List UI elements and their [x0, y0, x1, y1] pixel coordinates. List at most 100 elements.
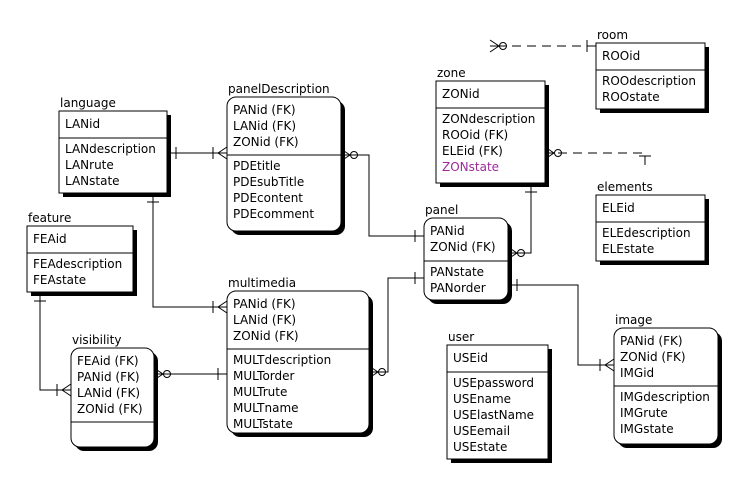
attribute: ROOdescription	[602, 74, 696, 88]
entity-title: panel	[425, 203, 458, 217]
attribute: ZONdescription	[442, 112, 535, 126]
zero-circle	[517, 249, 525, 257]
attribute: ROOstate	[602, 90, 660, 104]
attribute: IMGdescription	[620, 390, 710, 404]
primary-key-attribute: ZONid (FK)	[233, 329, 299, 343]
attribute: LANstate	[65, 174, 120, 188]
relationship-feature-visibility	[34, 292, 72, 397]
primary-key-attribute: LANid (FK)	[233, 313, 296, 327]
crow-foot	[604, 364, 615, 372]
entity-box	[595, 42, 706, 110]
zero-circle	[499, 42, 507, 50]
crow-foot	[489, 45, 500, 53]
primary-key-attribute: ZONid (FK)	[620, 350, 686, 364]
attribute: MULTstate	[233, 417, 293, 431]
primary-key-attribute: LANid (FK)	[233, 119, 296, 133]
entity-title: zone	[437, 66, 466, 80]
entity-title: multimedia	[228, 276, 296, 290]
crow-foot	[489, 39, 500, 47]
crow-foot	[217, 300, 228, 308]
relationship-lines	[34, 39, 651, 397]
entity-language: languageLANidLANdescriptionLANruteLANsta…	[58, 96, 171, 197]
attribute: LANdescription	[65, 142, 156, 156]
relationship-line	[545, 152, 646, 165]
attribute: USEname	[453, 392, 511, 406]
crow-foot	[61, 383, 72, 391]
attribute: ZONstate	[442, 160, 499, 174]
attribute: MULTname	[233, 401, 299, 415]
primary-key-attribute: PANid	[430, 224, 465, 238]
primary-key-attribute: LANid	[65, 117, 100, 131]
entity-title: visibility	[72, 333, 121, 347]
attribute: IMGrute	[620, 406, 668, 420]
attribute: USEstate	[453, 440, 507, 454]
relationship-line	[39, 292, 71, 391]
relationship-multimedia-visibility	[153, 367, 227, 381]
crow-foot	[217, 306, 228, 314]
primary-key-attribute: ZONid	[442, 87, 480, 101]
relationship-panel-image	[508, 279, 615, 372]
entity-title: image	[615, 313, 652, 327]
relationship-zone-panel	[507, 183, 537, 260]
primary-key-attribute: ZONid (FK)	[430, 240, 496, 254]
primary-key-attribute: IMGid	[620, 366, 654, 380]
entity-title: room	[597, 28, 628, 42]
attribute: PDEcontent	[233, 191, 303, 205]
crow-foot	[61, 389, 72, 397]
primary-key-attribute: PANid (FK)	[233, 103, 296, 117]
primary-key-attribute: USEid	[453, 351, 488, 365]
entity-box	[226, 290, 370, 434]
attribute: ELEstate	[602, 242, 654, 256]
entity-title: feature	[28, 211, 71, 225]
attribute: MULTrute	[233, 385, 287, 399]
primary-key-attribute: ELEid	[602, 201, 635, 215]
primary-key-attribute: PANid (FK)	[233, 297, 296, 311]
attribute: USEpassword	[453, 376, 534, 390]
entity-box	[58, 110, 168, 194]
entity-user: userUSEidUSEpasswordUSEnameUSElastNameUS…	[446, 330, 552, 463]
relationship-language-panelDescription	[167, 146, 228, 160]
attribute: FEAdescription	[33, 257, 122, 271]
attribute: PDEsubTitle	[233, 175, 304, 189]
relationship-room-zone	[489, 39, 596, 53]
relationship-panel-multimedia	[368, 272, 424, 379]
attribute: PANorder	[430, 281, 486, 295]
entity-title: elements	[597, 180, 653, 194]
attribute: USElastName	[453, 408, 534, 422]
attribute: MULTorder	[233, 369, 295, 383]
primary-key-attribute: LANid (FK)	[77, 386, 140, 400]
attribute: MULTdescription	[233, 353, 331, 367]
entity-box	[226, 96, 342, 232]
attribute: PDEcomment	[233, 207, 314, 221]
primary-key-attribute: ZONid (FK)	[77, 402, 143, 416]
attribute: IMGstate	[620, 422, 674, 436]
crow-foot	[217, 152, 228, 160]
relationship-line	[508, 284, 614, 366]
primary-key-attribute: ROOid	[602, 49, 640, 63]
entity-title: language	[60, 96, 116, 110]
entity-title: user	[448, 330, 474, 344]
relationship-line	[369, 277, 424, 373]
attribute: USEemail	[453, 424, 510, 438]
primary-key-attribute: PANid (FK)	[620, 334, 683, 348]
relationship-panel-panelDescription	[340, 148, 424, 242]
relationship-language-multimedia	[147, 193, 228, 314]
attribute: PANstate	[430, 265, 484, 279]
attribute: ELEdescription	[602, 226, 691, 240]
attribute: FEAstate	[33, 273, 86, 287]
primary-key-attribute: FEAid (FK)	[77, 354, 139, 368]
primary-key-attribute: FEAid	[33, 232, 67, 246]
attribute: ROOid (FK)	[442, 128, 508, 142]
zero-circle	[350, 151, 358, 159]
entity-box	[446, 344, 549, 460]
